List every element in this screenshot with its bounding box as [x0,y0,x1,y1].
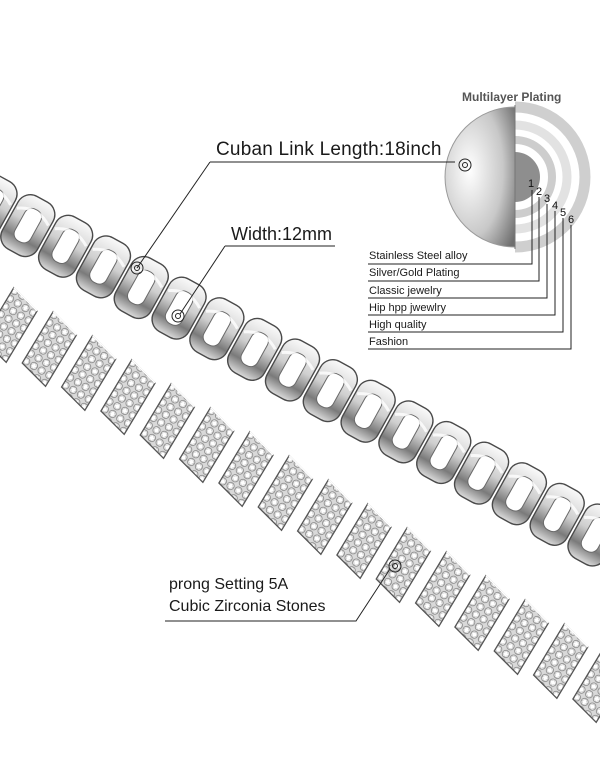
layer-number: 1 [528,178,535,190]
layer-label: Classic jewelry [369,284,442,297]
layer-label: Stainless Steel alloy [369,250,468,262]
chain-link [0,194,56,258]
chain-link [416,420,472,485]
width-callout: Width:12mm [231,224,333,244]
iced-link [375,526,432,604]
iced-link [414,550,471,628]
layer-label: Fashion [369,336,409,349]
iced-link [100,358,156,436]
layer-number: 2 [536,186,543,198]
iced-link [454,574,510,652]
layer-number: 5 [560,207,567,219]
length-callout: Cuban Link Length:18inch [216,139,442,160]
chain-link [567,503,600,567]
iced-link [139,382,196,460]
stone-setting-callout: prong Setting 5A Cubic Zirconia Stones [169,574,326,618]
stone-setting-line-1: prong Setting 5A [169,576,289,593]
chain-link [113,255,169,320]
layer-label: Hip hpp jwewlry [369,301,447,314]
stone-setting-line-2: Cubic Zirconia Stones [169,598,326,615]
plating-diagram [368,101,591,350]
plain-cuban-chain [0,173,600,567]
chain-link [37,214,94,278]
iced-link [0,286,38,364]
iced-link [21,310,78,388]
plating-layer-list: Stainless Steel alloy Silver/Gold Platin… [369,248,467,352]
chain-link [264,338,321,402]
chain-link [189,297,245,361]
chain-link [0,173,18,237]
chain-link [453,441,510,505]
iced-link [60,334,117,412]
iced-link [336,502,392,580]
iced-link [532,622,589,700]
chain-link [75,235,132,299]
layer-label: High quality [369,319,427,332]
iced-link [218,430,274,508]
iced-link [257,454,314,532]
iced-link [178,406,235,484]
iced-link [493,598,550,676]
layer-number: 4 [552,200,559,212]
chain-link [302,359,359,423]
chain-link [529,482,585,546]
plating-diagram-title: Multilayer Plating [462,90,562,104]
callout-leaders [130,158,472,622]
iced-link [572,646,600,724]
layer-number: 3 [544,193,551,205]
chain-link [378,400,434,464]
iced-link [296,478,353,556]
layer-number: 6 [568,214,575,226]
chain-link [226,317,283,381]
iced-cuban-chain [0,286,600,724]
chain-link [340,379,396,443]
chain-link [491,462,548,526]
layer-label: Silver/Gold Plating [369,267,460,280]
